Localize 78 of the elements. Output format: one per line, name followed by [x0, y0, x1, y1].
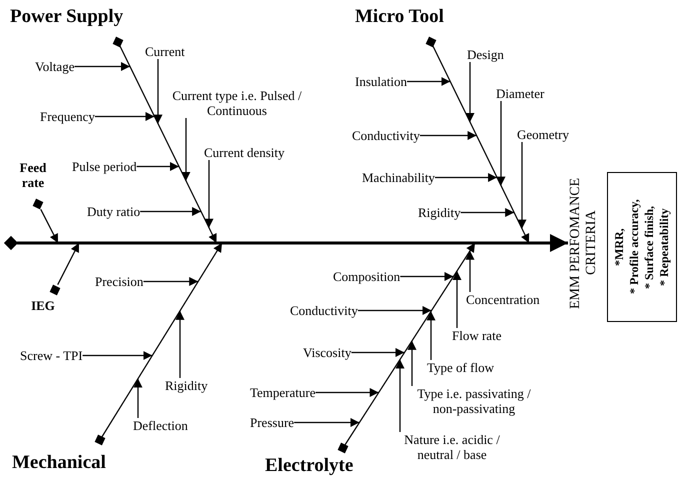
arrow [408, 340, 416, 386]
cause-label: Frequency [40, 109, 95, 124]
criteria-box: *MRR, * Profile accuracy, * Surface finish, * Repeatability [607, 172, 677, 322]
cause-label: Nature i.e. acidic / neutral / base [396, 432, 508, 462]
category-heading: Mechanical [12, 452, 106, 474]
cause-label: Pressure [250, 415, 294, 430]
arrow [143, 277, 198, 286]
arrow [434, 173, 498, 182]
arrow [294, 418, 360, 427]
cause-label: Conductivity [290, 303, 358, 318]
bone-label: IEG [30, 298, 56, 313]
arrow [452, 270, 462, 328]
arrow [460, 208, 514, 217]
bone-end-square [94, 434, 106, 446]
arrow [182, 118, 190, 181]
cause-label: Voltage [35, 59, 74, 74]
arrow [94, 112, 154, 121]
cause-label: Geometry [517, 127, 569, 142]
cause-label: Current type i.e. Pulsed / Continuous [172, 88, 302, 118]
cause-label: Viscosity [303, 345, 352, 360]
arrow [204, 160, 214, 228]
category-heading: Micro Tool [355, 6, 444, 28]
spine-arrow [550, 234, 568, 252]
arrow [140, 207, 202, 216]
bone-arrow [466, 242, 476, 254]
bone-arrow [40, 209, 59, 244]
bone-arrow [208, 232, 218, 244]
arrow [426, 311, 436, 360]
bone-end-square [426, 36, 436, 48]
cause-label: Rigidity [418, 205, 461, 220]
cause-label: Conductivity [352, 128, 420, 143]
category-heading: Power Supply [10, 6, 124, 28]
bone-end-square [112, 36, 124, 48]
bone-arrow [213, 242, 223, 254]
bone-label: Feed rate [18, 160, 48, 190]
cause-label: Flow rate [452, 328, 502, 343]
bone-end-square [338, 442, 348, 454]
cause-label: Precision [95, 274, 144, 289]
arrow [82, 351, 152, 360]
arrow [74, 62, 130, 71]
cause-label: Current density [204, 145, 285, 160]
arrow [420, 131, 477, 140]
cause-label: Rigidity [165, 378, 208, 393]
arrow [400, 272, 454, 281]
arrow [351, 348, 404, 357]
arrow [154, 59, 162, 124]
cause-label: Composition [333, 269, 400, 284]
cause-label: Screw - TPI [20, 348, 83, 363]
cause-label: Design [467, 47, 504, 62]
arrow [396, 359, 404, 432]
arrow [136, 162, 179, 171]
arrow [134, 378, 142, 418]
arrow [316, 388, 379, 397]
cause-label: Temperature [250, 385, 316, 400]
arrow [466, 62, 474, 122]
arrow [518, 142, 526, 229]
cause-label: Current [145, 44, 185, 59]
arrow [358, 306, 432, 315]
cause-label: Diameter [496, 86, 544, 101]
cause-label: Pulse period [72, 159, 137, 174]
bone-arrow [57, 242, 80, 285]
bone-end-square [32, 198, 44, 210]
arrow [466, 250, 474, 292]
spine-line [17, 242, 553, 244]
cause-label: Machinability [362, 170, 435, 185]
effect-label: EMM PERFOMANCE CRITERIA [568, 158, 600, 328]
bone-end-square [50, 284, 60, 296]
arrow [407, 77, 450, 86]
cause-label: Insulation [355, 74, 407, 89]
category-heading: Electrolyte [265, 455, 354, 477]
cause-label: Duty ratio [87, 204, 140, 219]
cause-label: Type i.e. passivating / non-passivating [404, 386, 544, 416]
bone-arrow [521, 232, 530, 244]
cause-label: Deflection [133, 418, 188, 433]
cause-label: Concentration [466, 292, 540, 307]
cause-label: Type of flow [427, 360, 494, 375]
arrow [496, 101, 506, 186]
arrow [176, 310, 184, 378]
